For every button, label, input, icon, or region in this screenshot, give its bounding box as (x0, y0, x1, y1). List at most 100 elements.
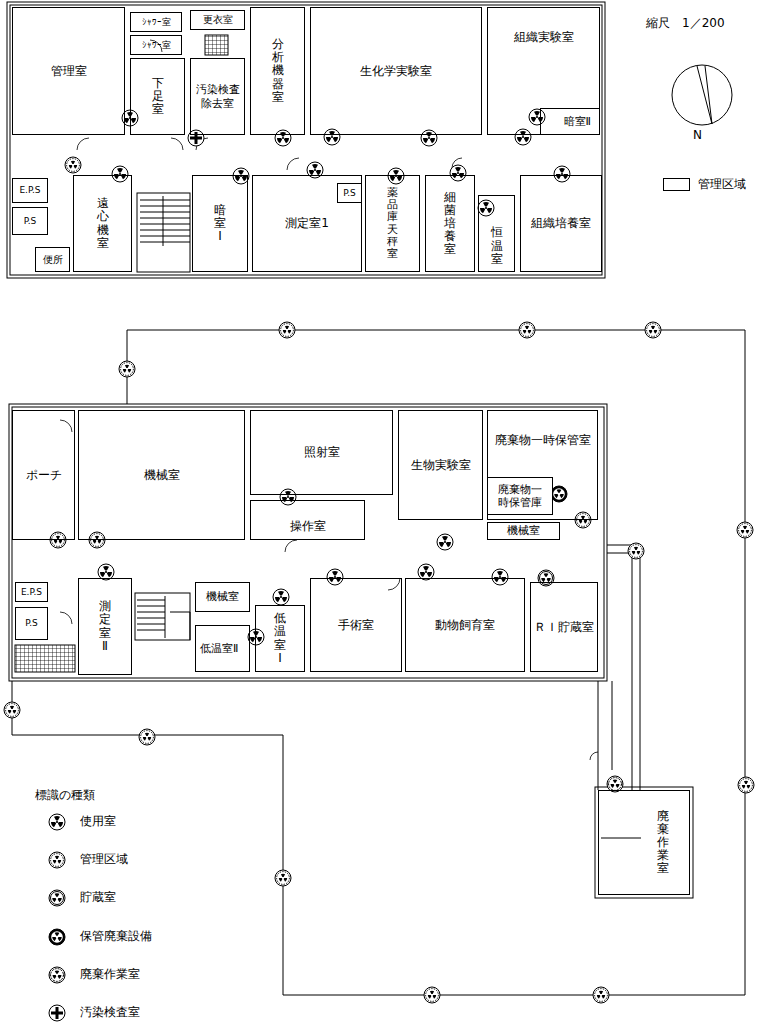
room-box: ＲＩ貯蔵室 (530, 582, 598, 672)
room-name: 手術室 (338, 618, 374, 632)
partition (601, 838, 641, 839)
room-name: P.S (24, 216, 37, 227)
controlled-area-sign (593, 987, 609, 1003)
room-box: E.P.S (15, 582, 48, 602)
room-name: 汚染検査 除去室 (194, 83, 242, 109)
use-room-sign (112, 166, 128, 182)
controlled-area-sign (275, 870, 291, 886)
legend-text: 貯蔵室 (80, 890, 116, 904)
room-name: 組織培養室 (531, 216, 591, 230)
use-room-sign (248, 629, 264, 645)
room-name: ポーチ (26, 468, 62, 482)
legend-text: 保管廃棄設備 (80, 929, 152, 943)
room-name: 廃棄物一時保管室 (495, 433, 591, 447)
room-box: 機械室 (78, 410, 245, 540)
controlled-area-sign (519, 322, 535, 338)
room-name: 下足室 (152, 77, 164, 117)
room-box: P.S (15, 607, 48, 640)
room-box: 恒温室 (478, 195, 515, 272)
room-name: 恒温室 (491, 226, 503, 266)
controlled-area-sign (89, 532, 105, 548)
controlled-area-sign (424, 987, 440, 1003)
door-swing (77, 40, 462, 170)
use-room-sign (233, 168, 249, 184)
room-box: 組織培養室 (520, 175, 602, 272)
legend-text: 管理区域 (80, 852, 128, 866)
use-room-sign (280, 489, 296, 505)
room-name: P.S (343, 188, 356, 199)
controlled-area-sign (279, 322, 295, 338)
controlled-area-sign (575, 512, 591, 528)
room-box: 更衣室 (190, 10, 245, 30)
legend-text: 管理区域 (698, 177, 746, 191)
storage-sign (49, 890, 65, 906)
controlled-area-sign (628, 543, 644, 559)
legend-heading: 標識の種類 (35, 788, 95, 802)
room-name: 機械室 (144, 468, 180, 482)
room-name: 暗室Ⅰ (214, 204, 226, 244)
room-box: 組織実験室暗室Ⅱ (487, 7, 600, 135)
room-name: ｼｬﾜｰ室 (142, 40, 171, 51)
passage-wall (607, 553, 632, 790)
room-box: 測定室1P.S (252, 175, 362, 272)
room-box: E.P.S (12, 178, 48, 203)
hatched-area (15, 645, 75, 672)
room-name: 機械室 (206, 590, 239, 603)
waste-work-sign (49, 967, 65, 983)
room-name: 管理室 (51, 64, 87, 78)
legend-text: 使用室 (80, 814, 116, 828)
room-box: 照射室 (250, 410, 393, 495)
room-box: P.S (12, 207, 48, 235)
waste-storage-sign (551, 486, 567, 502)
controlled-area-sign (738, 777, 754, 793)
door-swing (60, 420, 400, 624)
room-name: 分析機器室 (272, 38, 284, 104)
room-box: 下足室 (130, 58, 185, 135)
room-name: 測定室Ⅱ (99, 600, 111, 653)
contamination-check-sign (49, 1005, 65, 1021)
room-box: ｼｬﾜｰ室 (130, 35, 182, 55)
room-box: 低温室Ⅰ (255, 605, 305, 672)
room-box: 薬品庫天秤室 (365, 175, 420, 272)
room-name: E.P.S (19, 185, 40, 196)
room-box: 機械室 (195, 582, 250, 612)
room-name: 動物飼育室 (435, 618, 495, 632)
stair-steps (140, 196, 190, 246)
room-name: E.P.S (21, 587, 42, 598)
room-name: 暗室Ⅱ (564, 115, 591, 128)
outer-wall (9, 404, 607, 681)
north-label: N (693, 128, 702, 142)
hatched-area (205, 35, 228, 55)
storage-sign (538, 570, 554, 586)
door-swing (590, 752, 598, 760)
room-name: ｼｬﾜｰ室 (142, 17, 171, 28)
room-box: 動物飼育室 (405, 578, 525, 672)
room-box: 暗室Ⅱ (540, 108, 600, 135)
outer-wall (7, 2, 605, 278)
room-box: ポーチ (12, 410, 75, 540)
use-room-sign (478, 200, 494, 216)
stair-well (137, 193, 190, 272)
outer-wall (595, 787, 693, 898)
use-room-sign (275, 130, 291, 146)
compass-needle (697, 66, 712, 124)
controlled-area-sign (139, 729, 155, 745)
room-box: 便所 (35, 247, 70, 272)
room-name: 廃棄作業室 (657, 810, 669, 876)
room-box: 細菌培養室 (425, 175, 475, 272)
room-box: 廃棄物一 時保管庫 (487, 477, 553, 515)
room-name: 更衣室 (203, 14, 233, 26)
use-room-sign (327, 569, 343, 585)
use-room-sign (554, 166, 570, 182)
room-box: 分析機器室 (250, 7, 305, 135)
scale-label: 縮尺 1／200 (646, 16, 725, 30)
room-box: ｼｬﾜｰ室 (130, 12, 182, 32)
controlled-area-sign (4, 702, 20, 718)
controlled-area-sign (737, 522, 753, 538)
room-name: 低温室Ⅱ (200, 642, 238, 655)
use-room-sign (515, 129, 531, 145)
controlled-area-boundary (12, 330, 745, 995)
controlled-area-sign (49, 852, 65, 868)
use-room-sign (450, 165, 466, 181)
